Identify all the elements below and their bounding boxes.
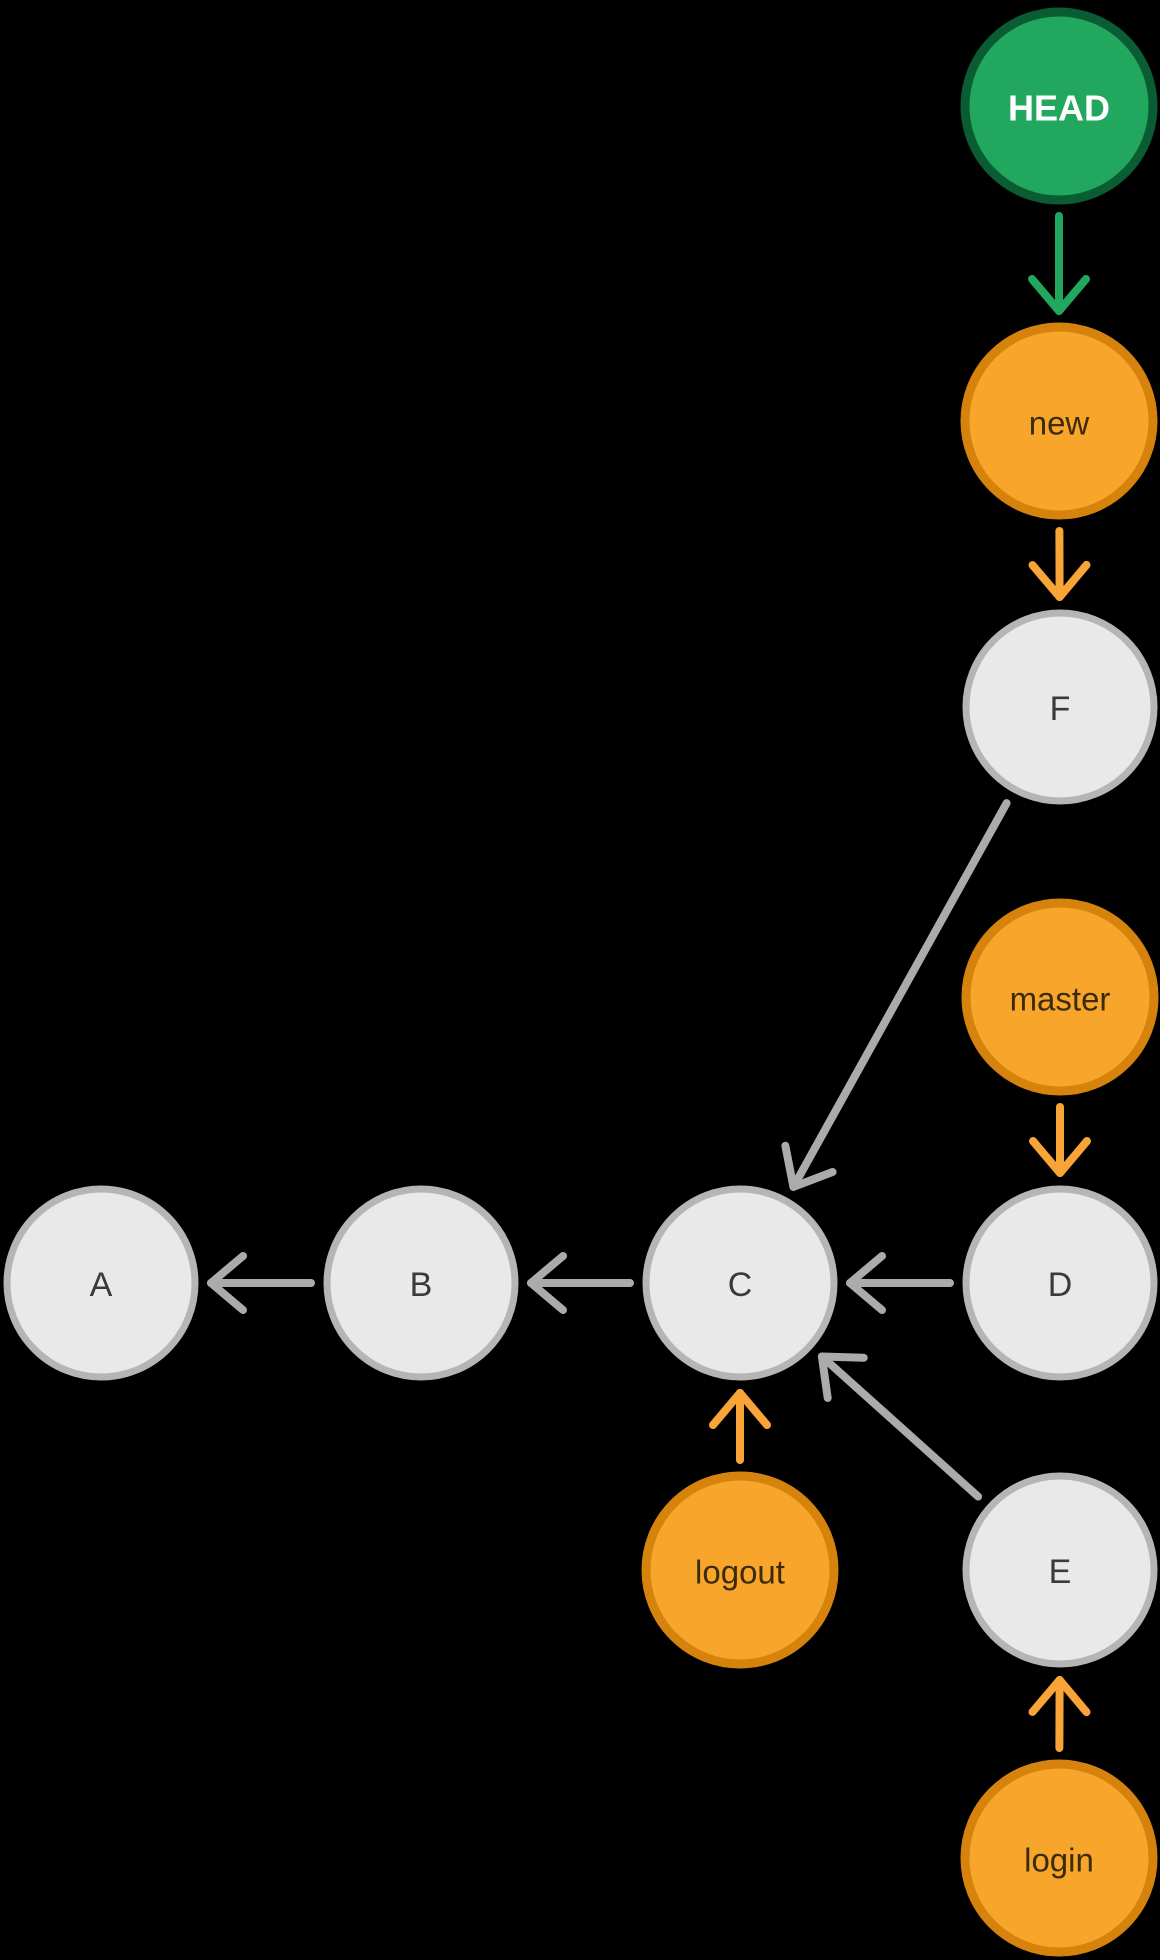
graph-node-logout: logout bbox=[641, 1471, 839, 1669]
arrowhead-icon bbox=[527, 1252, 567, 1314]
node-label-master: master bbox=[1010, 981, 1111, 1018]
graph-node-E: E bbox=[962, 1472, 1158, 1668]
arrowhead-icon bbox=[846, 1252, 886, 1314]
node-label-new: new bbox=[1029, 405, 1090, 442]
node-label-B: B bbox=[410, 1266, 433, 1304]
edge-shaft bbox=[789, 799, 1011, 1191]
commit-node-circle bbox=[962, 609, 1158, 805]
graph-node-new: new bbox=[960, 322, 1158, 520]
arrowhead-icon bbox=[1028, 1676, 1091, 1717]
branch-node-circle bbox=[960, 322, 1158, 520]
arrowhead-icon bbox=[781, 1141, 837, 1191]
arrowhead-icon bbox=[817, 1352, 868, 1402]
node-label-logout: logout bbox=[695, 1554, 785, 1591]
arrowhead-icon bbox=[1029, 1137, 1091, 1177]
edge-arrow-logout-to-C bbox=[709, 1389, 771, 1464]
edge-arrow-D-to-C bbox=[846, 1252, 954, 1314]
commit-node-circle bbox=[642, 1185, 838, 1381]
commit-node-circle bbox=[962, 1185, 1158, 1381]
arrowhead-icon bbox=[1028, 275, 1090, 315]
node-label-C: C bbox=[728, 1266, 753, 1304]
arrowhead-icon bbox=[709, 1389, 771, 1429]
graph-node-login: login bbox=[960, 1759, 1158, 1957]
graph-node-master: master bbox=[961, 898, 1159, 1096]
arrowhead-icon bbox=[207, 1252, 247, 1314]
edge-arrow-C-to-B bbox=[527, 1252, 634, 1314]
branch-node-circle bbox=[960, 1759, 1158, 1957]
graph-node-B: B bbox=[323, 1185, 519, 1381]
commit-node-circle bbox=[962, 1472, 1158, 1668]
node-label-E: E bbox=[1049, 1553, 1072, 1591]
node-label-HEAD: HEAD bbox=[1008, 88, 1110, 129]
node-label-D: D bbox=[1048, 1266, 1073, 1304]
edge-arrow-master-to-D bbox=[1029, 1103, 1091, 1177]
commit-node-circle bbox=[323, 1185, 519, 1381]
graph-node-HEAD: HEAD bbox=[960, 7, 1158, 205]
edge-arrow-E-to-C bbox=[817, 1352, 983, 1501]
edge-arrow-HEAD-to-new bbox=[1028, 212, 1090, 315]
edge-arrow-B-to-A bbox=[207, 1252, 315, 1314]
arrowhead-icon bbox=[1028, 560, 1091, 602]
edge-arrow-F-to-C bbox=[781, 799, 1011, 1191]
graph-node-A: A bbox=[3, 1185, 199, 1381]
commit-node-circle bbox=[3, 1185, 199, 1381]
edge-shaft bbox=[817, 1352, 983, 1501]
graph-node-F: F bbox=[962, 609, 1158, 805]
edge-arrow-new-to-F bbox=[1028, 526, 1091, 602]
node-label-login: login bbox=[1024, 1842, 1094, 1879]
head-node-circle bbox=[960, 7, 1158, 205]
node-label-A: A bbox=[90, 1266, 113, 1304]
node-label-F: F bbox=[1050, 690, 1071, 728]
graph-node-C: C bbox=[642, 1185, 838, 1381]
branch-node-circle bbox=[961, 898, 1159, 1096]
graph-node-D: D bbox=[962, 1185, 1158, 1381]
branch-node-circle bbox=[641, 1471, 839, 1669]
edge-arrow-login-to-E bbox=[1028, 1675, 1091, 1753]
